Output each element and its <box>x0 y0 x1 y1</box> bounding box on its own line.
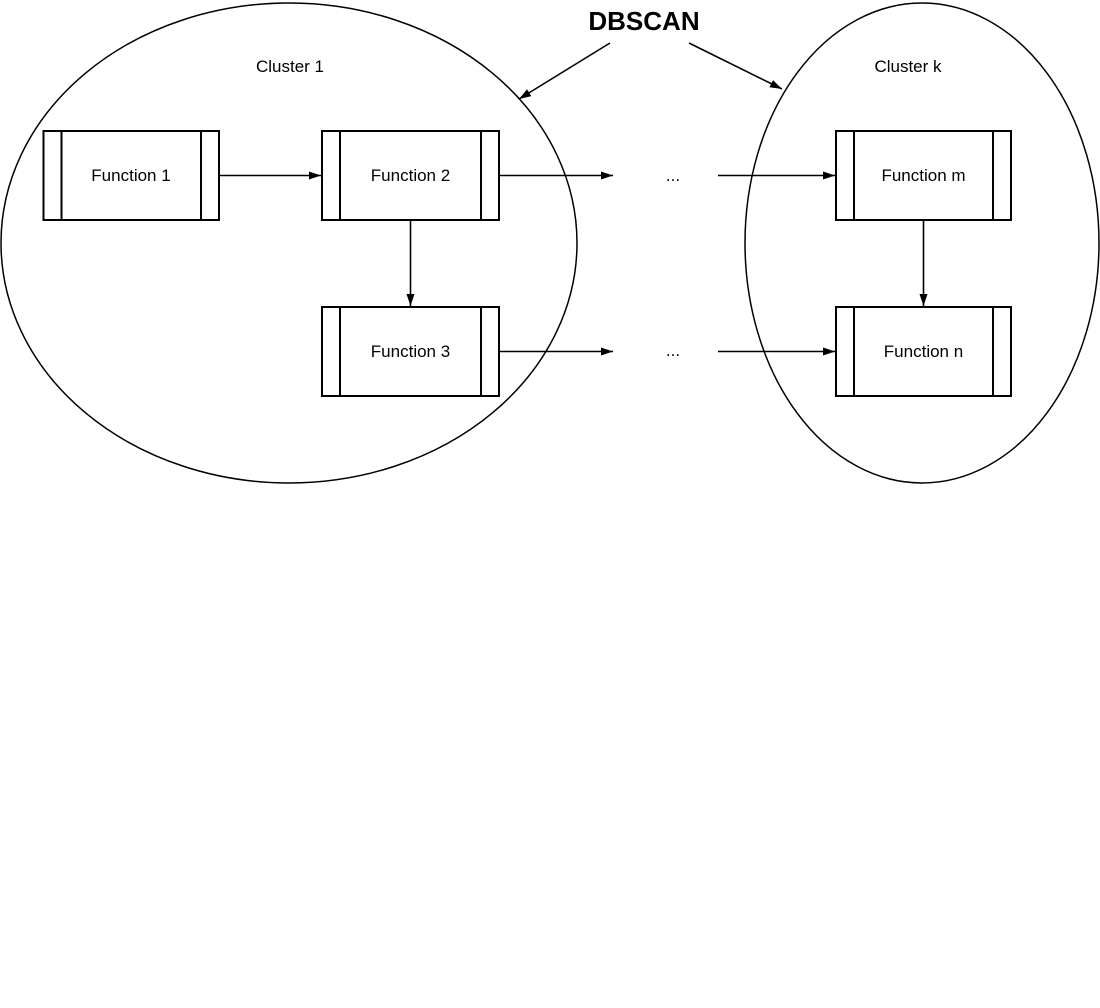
cluster-1-label: Cluster 1 <box>256 57 324 76</box>
node-function-m-label: Function m <box>881 166 965 185</box>
node-function-m: Function m <box>835 130 1012 221</box>
node-function-1-label: Function 1 <box>91 166 170 185</box>
cluster-k-label: Cluster k <box>874 57 942 76</box>
cluster-k-ellipse <box>744 2 1100 484</box>
title-arrow-to-cluster-1 <box>518 42 611 100</box>
node-function-m-box <box>835 130 1012 221</box>
node-function-3: Function 3 <box>321 306 500 397</box>
ellipsis-top: ... <box>666 166 680 185</box>
ellipsis-bottom: ... <box>666 341 680 360</box>
cluster-1-ellipse <box>0 2 578 484</box>
node-function-2-label: Function 2 <box>371 166 450 185</box>
title-arrow-to-cluster-k <box>688 42 783 90</box>
node-function-n-label: Function n <box>884 342 963 361</box>
node-function-1: Function 1 <box>42 130 220 221</box>
node-function-n: Function n <box>835 306 1012 397</box>
node-function-3-label: Function 3 <box>371 342 450 361</box>
node-function-1-box <box>42 130 220 221</box>
node-function-2: Function 2 <box>321 130 500 221</box>
node-function-n-box <box>835 306 1012 397</box>
diagram-title: DBSCAN <box>588 6 699 36</box>
node-function-3-box <box>321 306 500 397</box>
